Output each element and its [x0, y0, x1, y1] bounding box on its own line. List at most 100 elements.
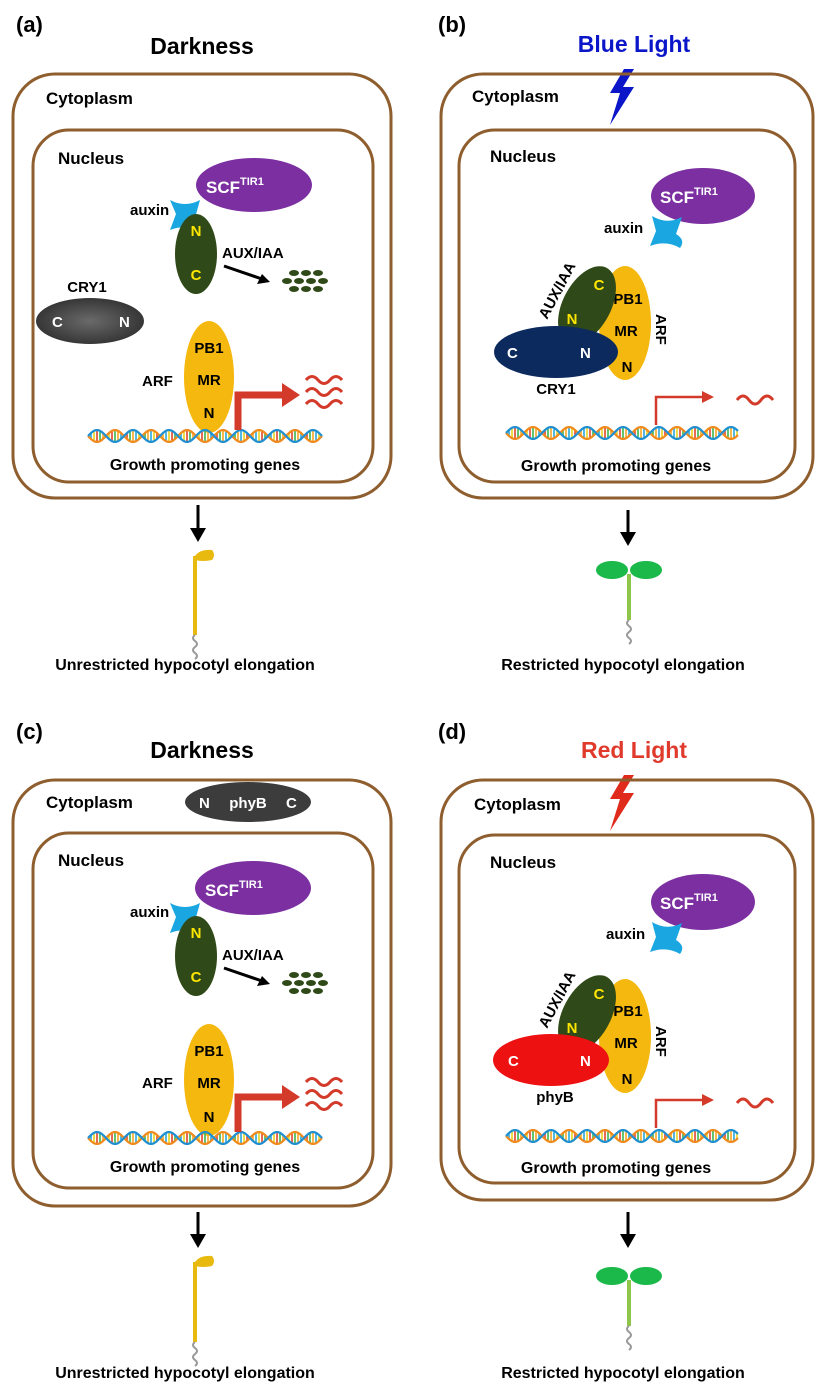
mrna-transcripts-high	[304, 1077, 344, 1111]
auxiaa-c-terminus: C	[191, 969, 202, 986]
panel-title: Darkness	[150, 737, 254, 763]
auxiaa-protein	[558, 975, 616, 1053]
degradation-arrowhead	[257, 274, 270, 284]
outcome-label: Unrestricted hypocotyl elongation	[55, 1365, 315, 1382]
etiolated-seedling	[192, 549, 214, 660]
phyb-c-terminus: C	[286, 795, 297, 812]
panel-title: Blue Light	[578, 31, 691, 57]
panel-title: Darkness	[150, 33, 254, 59]
panel-a: (a) Darkness Cytoplasm Nucleus SCFTIR1 a…	[11, 12, 393, 674]
arf-protein	[184, 321, 234, 433]
transcription-arrow	[234, 391, 285, 430]
arf-n-terminus: N	[622, 1071, 633, 1088]
dna-helix	[505, 425, 739, 441]
outcome-arrowhead	[620, 1234, 636, 1248]
cry1-label: CRY1	[536, 381, 575, 398]
phyb-active	[493, 1034, 609, 1086]
arf-pb1-domain: PB1	[194, 340, 223, 357]
scf-label: SCFTIR1	[205, 879, 263, 900]
degraded-auxiaa-fragments	[282, 972, 328, 994]
scf-label: SCFTIR1	[660, 186, 718, 207]
arf-n-terminus: N	[204, 405, 215, 422]
auxin-label: auxin	[130, 904, 169, 921]
degradation-arrow	[223, 264, 263, 281]
cry1-c-terminus: C	[507, 345, 518, 362]
transcription-arrow	[654, 1098, 702, 1128]
degradation-arrow	[223, 966, 263, 983]
arf-label: ARF	[652, 1026, 669, 1057]
nucleus-membrane	[457, 128, 797, 484]
auxiaa-n-terminus: N	[567, 311, 578, 328]
phyb-inactive	[185, 782, 311, 822]
outcome-label: Restricted hypocotyl elongation	[501, 657, 745, 674]
arf-label: ARF	[142, 373, 173, 390]
phyb-label: phyB	[536, 1089, 574, 1106]
scf-tir1-complex	[196, 158, 312, 212]
cry1-label: CRY1	[67, 279, 106, 296]
de-etiolated-seedling	[596, 1267, 662, 1351]
transcription-arrowhead	[282, 383, 300, 407]
cytoplasm-label: Cytoplasm	[472, 87, 559, 106]
cytoplasm-label: Cytoplasm	[46, 89, 133, 108]
genes-label: Growth promoting genes	[110, 457, 300, 474]
auxiaa-n-terminus: N	[567, 1020, 578, 1037]
arf-protein	[184, 1024, 234, 1136]
transcription-arrowhead	[702, 391, 714, 403]
auxiaa-c-terminus: C	[594, 986, 605, 1003]
nucleus-membrane	[31, 831, 375, 1190]
cytoplasm-membrane	[11, 72, 393, 500]
genes-label: Growth promoting genes	[521, 458, 711, 475]
outcome-label: Unrestricted hypocotyl elongation	[55, 657, 315, 674]
phyb-n-terminus: N	[199, 795, 210, 812]
de-etiolated-seedling	[596, 561, 662, 645]
genes-label: Growth promoting genes	[110, 1159, 300, 1176]
panel-letter: (b)	[438, 12, 466, 37]
dna-helix	[87, 1130, 323, 1146]
auxiaa-n-terminus: N	[191, 223, 202, 240]
cry1-c-terminus: C	[52, 314, 63, 331]
cytoplasm-membrane	[439, 778, 815, 1202]
panel-title: Red Light	[581, 737, 687, 763]
auxin-molecule	[650, 922, 683, 954]
scf-label: SCFTIR1	[660, 892, 718, 913]
nucleus-label: Nucleus	[490, 147, 556, 166]
arf-pb1-domain: PB1	[613, 291, 642, 308]
etiolated-seedling	[192, 1255, 214, 1367]
scf-tir1-complex	[651, 874, 755, 930]
dna-helix	[87, 428, 323, 444]
cytoplasm-label: Cytoplasm	[46, 793, 133, 812]
auxiaa-label: AUX/IAA	[222, 245, 284, 262]
arf-pb1-domain: PB1	[613, 1003, 642, 1020]
transcription-arrow	[654, 395, 702, 425]
degradation-arrowhead	[257, 976, 270, 986]
mrna-transcript-low	[735, 394, 775, 406]
cry1-n-terminus: N	[119, 314, 130, 331]
nucleus-label: Nucleus	[58, 851, 124, 870]
arf-label: ARF	[142, 1075, 173, 1092]
outcome-label: Restricted hypocotyl elongation	[501, 1365, 745, 1382]
outcome-arrowhead	[190, 1234, 206, 1248]
scf-tir1-complex	[651, 168, 755, 224]
arf-n-terminus: N	[204, 1109, 215, 1126]
outcome-arrowhead	[620, 532, 636, 546]
auxiaa-c-terminus: C	[191, 267, 202, 284]
cytoplasm-membrane	[439, 72, 815, 500]
arf-mr-domain: MR	[197, 1075, 220, 1092]
auxin-label: auxin	[130, 202, 169, 219]
auxin-label: auxin	[606, 926, 645, 943]
arf-mr-domain: MR	[614, 323, 637, 340]
scf-tir1-complex	[195, 861, 311, 915]
transcription-arrowhead	[282, 1085, 300, 1109]
cry1-active	[494, 326, 618, 378]
mrna-transcript-low	[735, 1097, 775, 1109]
cry1-inactive	[36, 298, 144, 344]
degraded-auxiaa-fragments	[282, 270, 328, 292]
genes-label: Growth promoting genes	[521, 1160, 711, 1177]
phyb-label: phyB	[229, 795, 267, 812]
auxiaa-c-terminus: C	[594, 277, 605, 294]
nucleus-label: Nucleus	[58, 149, 124, 168]
cry1-n-terminus: N	[580, 345, 591, 362]
panel-d: (d) Red Light Cytoplasm Nucleus SCFTIR1 …	[438, 719, 815, 1382]
blue-light-bolt-icon	[610, 69, 634, 125]
